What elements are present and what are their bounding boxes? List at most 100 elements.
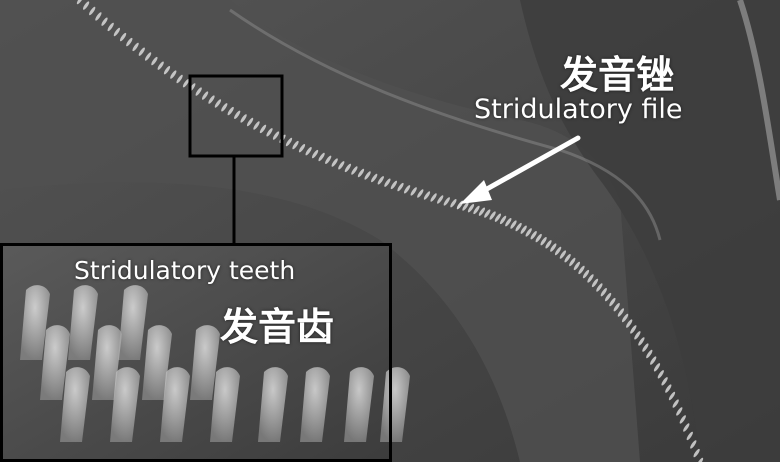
file-tooth <box>693 448 700 458</box>
file-tooth <box>338 161 345 170</box>
file-tooth <box>298 144 306 153</box>
file-tooth <box>515 222 522 232</box>
file-tooth <box>272 131 280 140</box>
file-tooth <box>535 233 542 243</box>
file-tooth <box>201 91 209 100</box>
label-file-english: Stridulatory file <box>474 94 683 125</box>
file-tooth <box>285 137 293 147</box>
file-tooth <box>494 213 502 222</box>
magnified-tooth <box>380 367 410 442</box>
file-tooth <box>530 231 537 240</box>
file-tooth <box>559 250 567 259</box>
file-tooth <box>377 176 384 185</box>
file-tooth <box>642 343 649 352</box>
edge-highlight <box>737 0 780 201</box>
file-tooth <box>564 254 571 263</box>
file-tooth <box>661 377 668 386</box>
file-tooth <box>653 363 661 372</box>
file-tooth <box>221 103 228 112</box>
label-file-chinese: 发音锉 <box>560 53 675 97</box>
file-tooth <box>462 202 469 211</box>
file-tooth <box>683 423 690 432</box>
file-tooth <box>76 0 84 5</box>
file-tooth <box>357 168 365 178</box>
ridge-highlight <box>229 8 662 241</box>
file-tooth <box>672 399 679 408</box>
file-tooth <box>596 283 603 292</box>
file-tooth <box>305 147 312 156</box>
file-tooth <box>540 237 547 246</box>
magnified-teeth <box>20 285 410 442</box>
file-tooth <box>253 121 260 130</box>
file-tooth <box>390 180 398 190</box>
file-tooth <box>119 32 127 42</box>
wing-fold <box>0 0 640 462</box>
file-tooth <box>214 99 222 108</box>
file-tooth <box>82 1 90 10</box>
file-tooth <box>617 308 625 317</box>
file-tooth <box>668 391 676 401</box>
file-tooth <box>573 261 581 271</box>
file-tooth <box>638 337 645 346</box>
file-tooth <box>384 178 391 187</box>
file-tooth <box>344 163 352 173</box>
magnified-tooth <box>110 367 140 442</box>
file-tooth <box>621 313 629 323</box>
magnified-tooth <box>40 325 70 400</box>
file-tooth <box>430 193 437 202</box>
file-tooth <box>176 74 183 84</box>
file-tooth <box>331 158 338 167</box>
file-tooth <box>163 66 171 75</box>
file-tooth <box>657 370 664 379</box>
file-tooth <box>646 349 653 359</box>
file-tooth <box>417 189 424 198</box>
file-tooth <box>208 95 215 104</box>
magnified-tooth <box>118 285 148 360</box>
file-tooth <box>679 415 686 424</box>
file-tooth <box>240 114 247 123</box>
file-tooth <box>473 205 480 215</box>
file-tooth <box>591 278 599 288</box>
magnified-tooth <box>92 325 122 400</box>
file-tooth <box>234 110 241 119</box>
file-tooth <box>113 27 121 37</box>
inset-border <box>0 243 392 462</box>
file-tooth <box>650 356 657 365</box>
file-tooth <box>182 79 190 88</box>
file-tooth <box>144 52 152 61</box>
file-tooth <box>634 331 641 340</box>
file-tooth <box>318 152 325 162</box>
file-tooth <box>686 431 693 441</box>
file-tooth <box>690 440 697 449</box>
file-tooth <box>132 42 139 52</box>
file-tooth <box>126 37 133 47</box>
file-tooth <box>101 17 108 26</box>
inset-magnified-view <box>0 243 410 462</box>
file-tooth <box>195 87 202 96</box>
right-surface <box>520 0 780 462</box>
file-tooth <box>489 211 496 220</box>
file-tooth <box>364 171 371 180</box>
file-tooth <box>443 197 450 206</box>
file-tooth <box>89 6 96 16</box>
file-tooth <box>467 204 475 213</box>
file-tooth <box>107 22 114 32</box>
file-tooth <box>499 215 507 225</box>
file-tooth <box>227 106 234 116</box>
label-teeth-english: Stridulatory teeth <box>74 256 296 285</box>
file-tooth <box>259 124 267 134</box>
file-tooth <box>587 274 594 283</box>
file-tooth <box>578 265 585 275</box>
magnified-tooth <box>160 367 190 442</box>
stridulatory-file <box>76 0 704 462</box>
file-tooth <box>138 47 145 56</box>
file-tooth <box>397 182 404 192</box>
file-tooth <box>371 173 378 183</box>
magnified-tooth <box>60 367 90 442</box>
magnified-tooth <box>344 367 374 442</box>
magnified-tooth <box>300 367 330 442</box>
file-tooth <box>292 140 299 150</box>
file-tooth <box>609 297 616 307</box>
magnified-tooth <box>142 325 172 400</box>
